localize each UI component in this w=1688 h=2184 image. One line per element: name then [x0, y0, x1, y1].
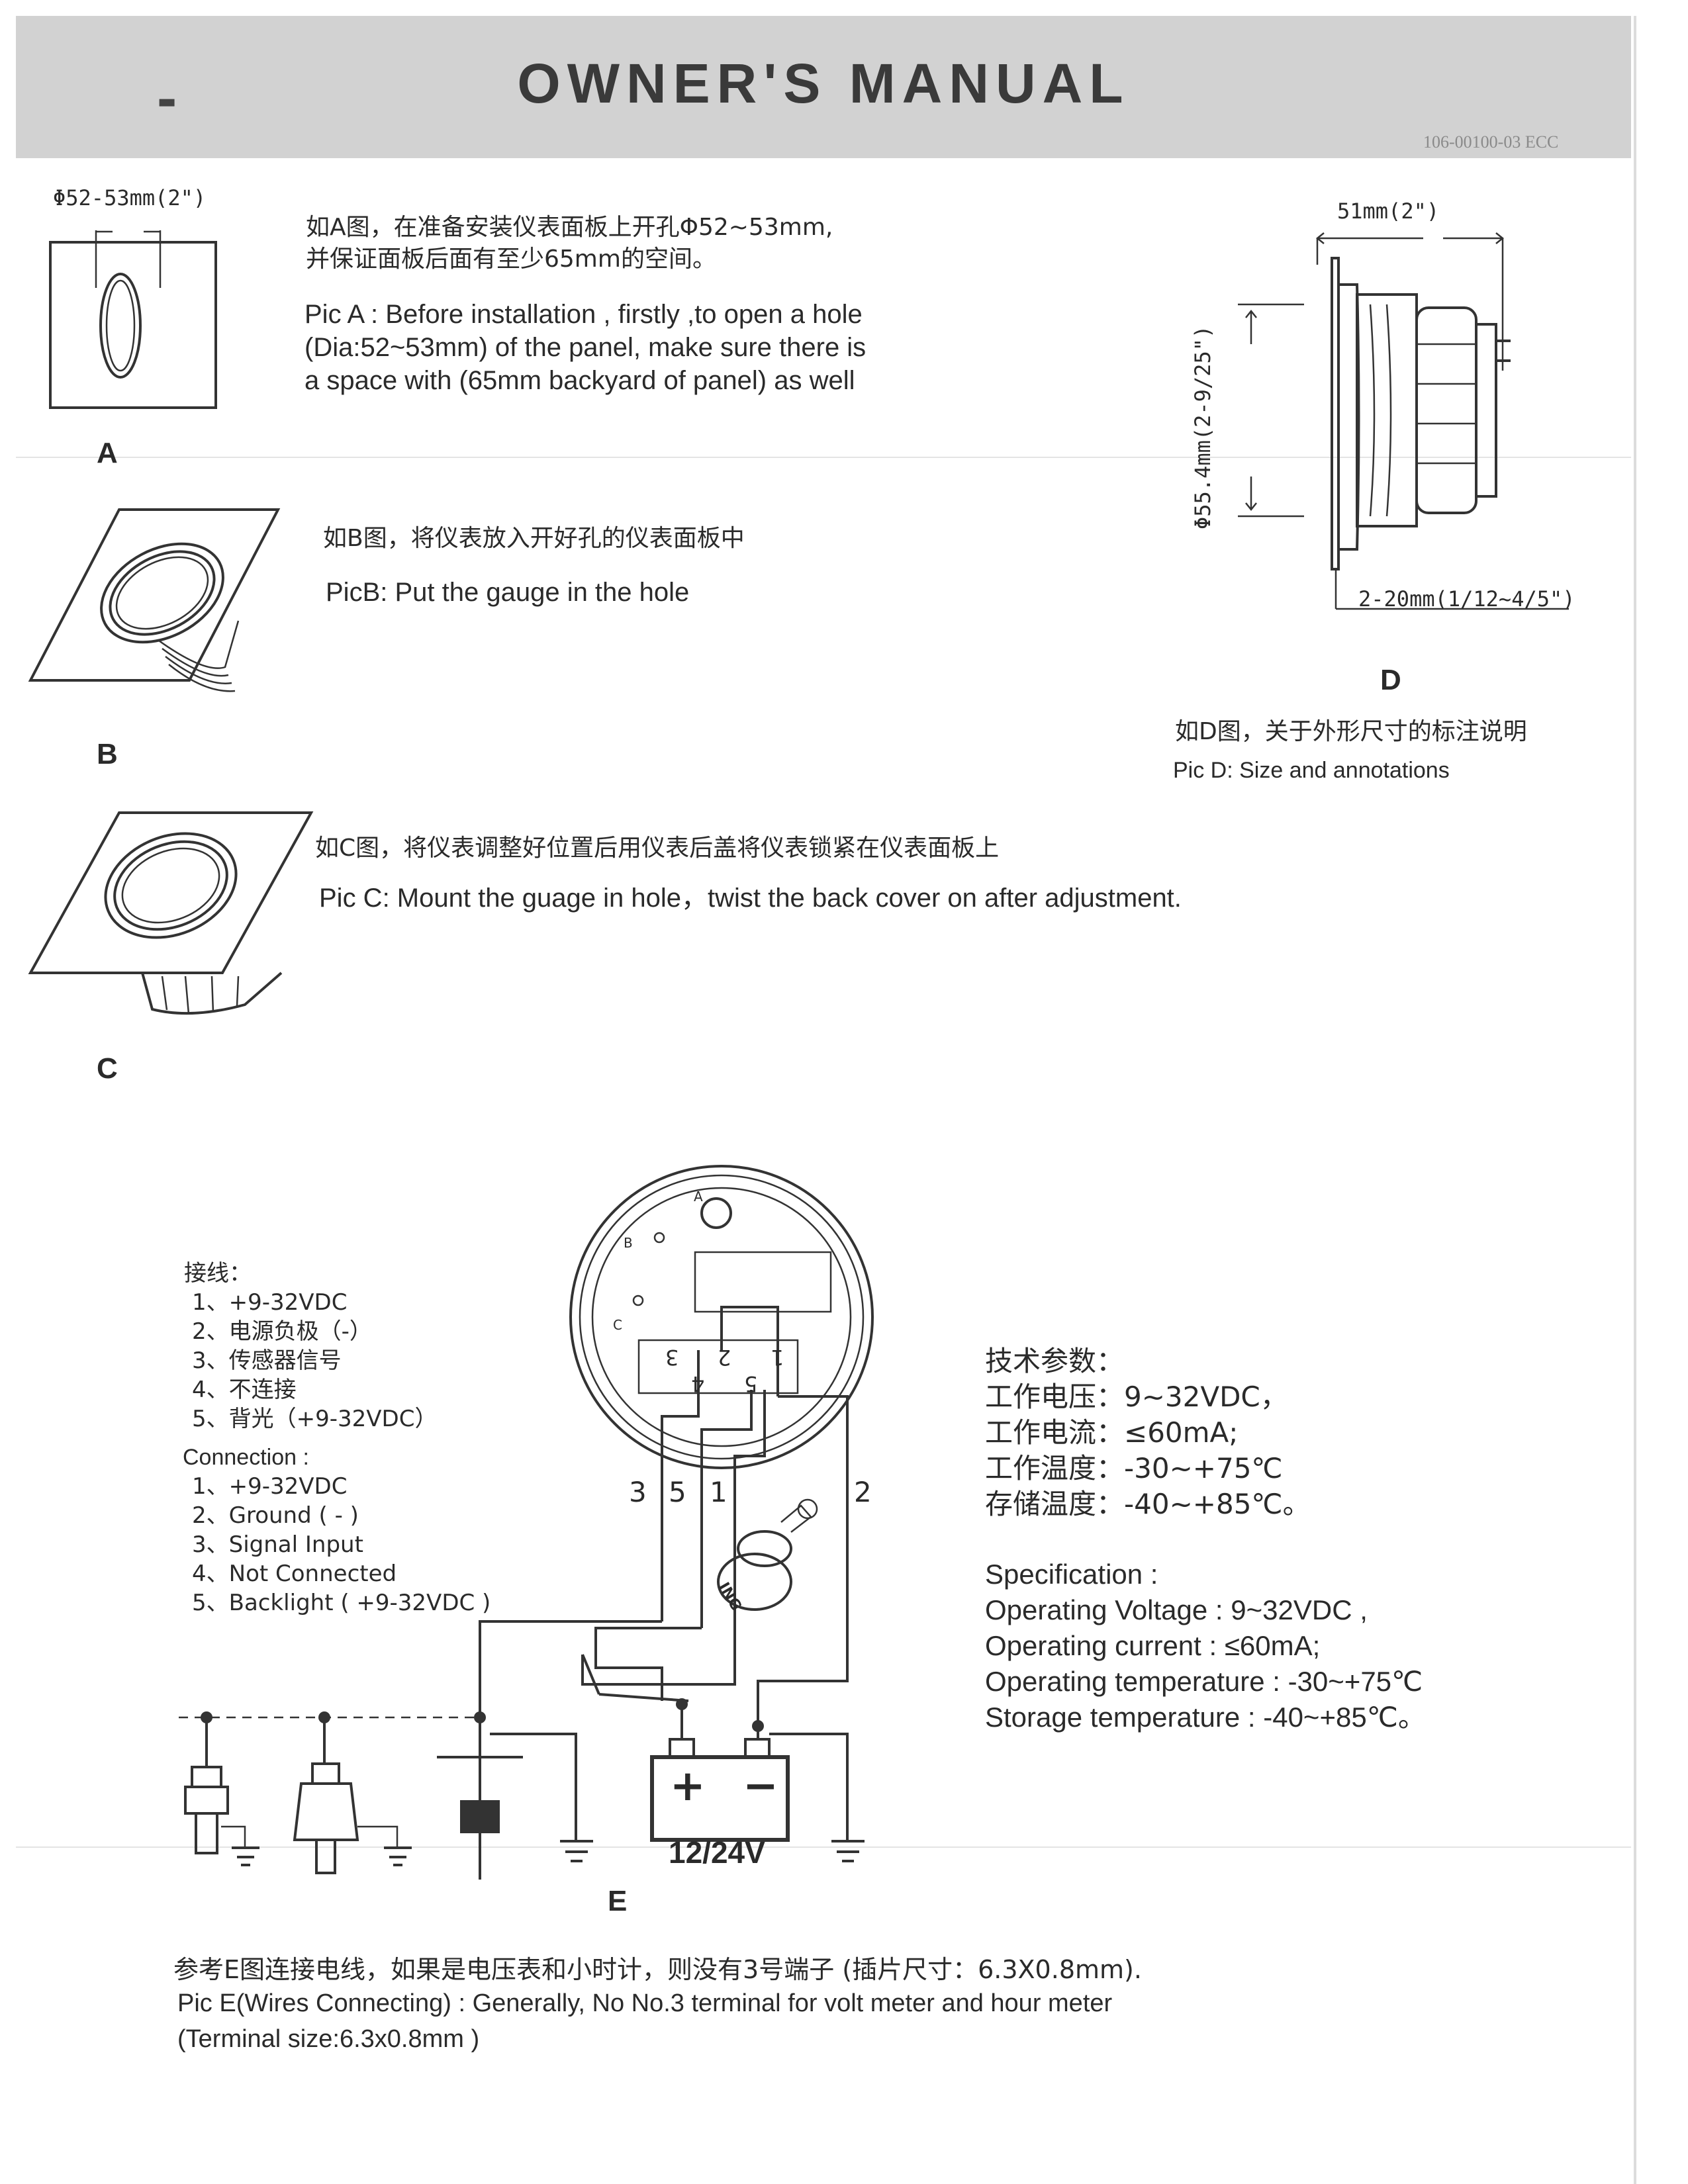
specs-en-item-1: Operating Voltage : 9~32VDC , [985, 1594, 1368, 1625]
wiring-zh-item-3: 3、传感器信号 [192, 1347, 342, 1374]
scan-mark: ▬ [158, 90, 177, 113]
pic-a-en-line-2: (Dia:52~53mm) of the panel, make sure th… [305, 333, 867, 362]
wiring-en-item-3: 3、Signal Input [192, 1531, 363, 1558]
pic-a-en-line-1: Pic A : Before installation , firstly ,t… [305, 300, 863, 329]
pic-c-label: C [97, 1052, 118, 1085]
footer-zh: 参考E图连接电线，如果是电压表和小时计，则没有3号端子 (插片尺寸：6.3X0.… [173, 1955, 1142, 1984]
gauge-hole-c [632, 1295, 644, 1306]
pic-d-en: Pic D: Size and annotations [1173, 758, 1450, 783]
gauge-letter-b: B [624, 1235, 633, 1251]
gauge-display-window [694, 1251, 832, 1313]
pic-a-label: A [97, 437, 118, 469]
wiring-zh-item-2: 2、电源负极（-） [192, 1318, 372, 1345]
pic-c-illustration [28, 811, 314, 1015]
pic-a-illustration [49, 230, 217, 409]
pic-b-label: B [97, 738, 118, 770]
pic-b-zh: 如B图，将仪表放入开好孔的仪表面板中 [323, 525, 745, 552]
wiring-en-item-1: 1、+9-32VDC [192, 1473, 348, 1500]
sensor-3-body [460, 1800, 500, 1833]
battery-voltage-label: 12/24V [669, 1835, 765, 1870]
sensor-1-head [191, 1766, 222, 1788]
specs-en-title: Specification : [985, 1559, 1158, 1590]
page-edge [1634, 16, 1636, 2184]
header-band [16, 16, 1631, 158]
pic-e-label: E [608, 1885, 628, 1917]
pic-a-zh-line-1: 如A图，在准备安装仪表面板上开孔Φ52~53mm, [306, 214, 833, 241]
page-title: OWNER'S MANUAL [517, 52, 1130, 114]
sensor-2-head [311, 1762, 340, 1785]
terminal-5: 5 [744, 1371, 758, 1396]
pic-c-zh: 如C图，将仪表调整好位置后用仪表后盖将仪表锁紧在仪表面板上 [315, 835, 1000, 862]
wiring-en-item-4: 4、Not Connected [192, 1561, 397, 1587]
pic-b-en: PicB: Put the gauge in the hole [326, 578, 690, 607]
wiring-zh-item-1: 1、+9-32VDC [192, 1289, 348, 1316]
gauge-back-cover [591, 1187, 852, 1447]
specs-zh-item-1: 工作电压：9~32VDC， [985, 1381, 1288, 1413]
wire-label-2: 2 [854, 1476, 872, 1508]
specs-en-item-2: Operating current : ≤60mA; [985, 1630, 1321, 1661]
wire-label-1: 1 [710, 1476, 727, 1508]
specs-zh-item-4: 存储温度：-40~+85℃。 [985, 1488, 1311, 1520]
gauge-inner-ring [579, 1174, 865, 1460]
specs-zh-item-3: 工作温度：-30~+75℃ [985, 1452, 1283, 1484]
gauge-mount-stud [700, 1197, 732, 1229]
pic-a-dimension: Φ52-53mm(2") [53, 185, 207, 210]
gauge-letter-c: C [613, 1317, 622, 1333]
footer-en-line-1: Pic E(Wires Connecting) : Generally, No … [177, 1989, 1113, 2017]
wire-label-5: 5 [669, 1476, 686, 1508]
battery-body [650, 1755, 790, 1842]
gauge-letter-a: A [694, 1189, 703, 1205]
wire-label-3: 3 [629, 1476, 647, 1508]
footer-en-line-2: (Terminal size:6.3x0.8mm ) [177, 2025, 480, 2053]
pic-d-label: D [1380, 664, 1401, 696]
specs-en-item-3: Operating temperature : -30~+75℃ [985, 1666, 1423, 1697]
pic-d-zh: 如D图，关于外形尺寸的标注说明 [1175, 718, 1527, 745]
pic-b-illustration [28, 508, 281, 692]
gauge-outer-ring [569, 1165, 874, 1469]
wiring-zh-title: 接线： [184, 1260, 252, 1287]
pic-a-en-line-3: a space with (65mm backyard of panel) as… [305, 366, 855, 395]
document-code: 106-00100-03 ECC [1423, 132, 1559, 152]
pic-d-panel-dimension: 2-20mm(1/12~4/5") [1358, 586, 1575, 612]
wiring-en-item-5: 5、Backlight ( +9-32VDC ) [192, 1590, 491, 1616]
battery-minus: − [743, 1762, 778, 1811]
gauge-hole-b [653, 1232, 665, 1244]
specs-zh-item-2: 工作电流：≤60mA; [985, 1416, 1239, 1449]
pic-c-en: Pic C: Mount the guage in hole，twist the… [319, 884, 1182, 913]
specs-en-item-4: Storage temperature : -40~+85℃。 [985, 1702, 1426, 1733]
wiring-zh-item-5: 5、背光（+9-32VDC） [192, 1406, 438, 1432]
fold-line [16, 1846, 1631, 1848]
fold-line [16, 457, 1631, 458]
terminal-2: 2 [718, 1345, 731, 1370]
terminal-1: 1 [771, 1345, 784, 1370]
terminal-3: 3 [665, 1345, 679, 1370]
pic-a-zh-line-2: 并保证面板后面有至少65mm的空间。 [306, 246, 716, 273]
ignition-switch-icon [717, 1553, 792, 1611]
specs-zh-title: 技术参数： [985, 1345, 1125, 1377]
pic-d-illustration [1238, 232, 1569, 610]
pic-d-width-dimension: 51mm(2") [1337, 199, 1440, 224]
wiring-en-title: Connection : [183, 1445, 309, 1470]
wiring-en-item-2: 2、Ground ( - ) [192, 1502, 359, 1529]
gauge-terminal-block [637, 1339, 799, 1394]
terminal-4: 4 [691, 1371, 705, 1396]
ignition-key-icon [780, 1504, 812, 1533]
battery-plus: + [670, 1762, 706, 1811]
wiring-zh-item-4: 4、不连接 [192, 1377, 297, 1403]
